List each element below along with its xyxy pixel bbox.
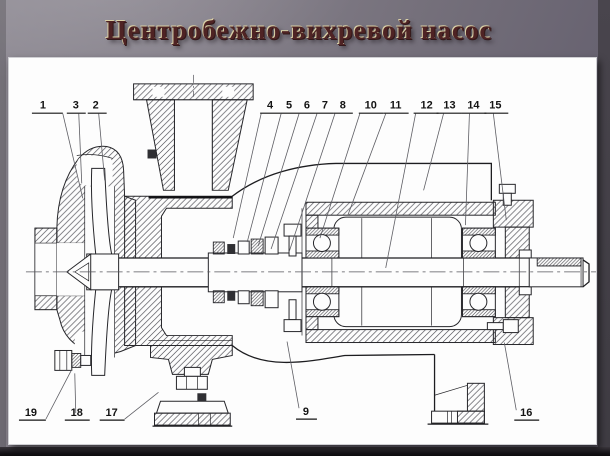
callout-label-11: 11 xyxy=(390,100,402,112)
callout-leader-15 xyxy=(492,113,507,221)
callout-leader-17 xyxy=(124,391,159,420)
callout-label-6: 6 xyxy=(304,100,310,112)
keyway xyxy=(536,257,582,267)
callout-leader-8 xyxy=(288,113,336,253)
callout-label-12: 12 xyxy=(420,100,432,112)
ball-bearing-top-left xyxy=(305,227,340,259)
shaft xyxy=(100,249,590,296)
discharge-nozzle xyxy=(133,74,254,191)
shaft-extension xyxy=(528,257,590,288)
callout-label-8: 8 xyxy=(340,100,346,112)
callout-leader-14 xyxy=(465,113,470,226)
callout-leader-12 xyxy=(385,113,417,268)
slide-title: Центробежно-вихревой насос xyxy=(105,15,493,45)
callout-leader-4 xyxy=(232,113,262,239)
callout-leader-9 xyxy=(286,341,300,409)
callout-label-14: 14 xyxy=(467,100,480,112)
callout-label-10: 10 xyxy=(365,100,377,112)
callout-label-4: 4 xyxy=(267,100,274,112)
callout-label-17: 17 xyxy=(106,407,118,419)
gland-stud-bottom xyxy=(283,299,302,333)
slide-edge-left xyxy=(0,0,6,456)
callout-label-1: 1 xyxy=(40,100,46,112)
ball-bearing-bottom-right xyxy=(461,286,496,318)
callout-label-15: 15 xyxy=(489,100,501,112)
callout-leader-3 xyxy=(78,113,83,184)
callout-leader-16 xyxy=(503,342,517,411)
callout-leader-11 xyxy=(347,113,387,216)
callout-leader-19 xyxy=(45,369,73,420)
callout-leader-18 xyxy=(74,373,77,414)
ball-bearing-bottom-left xyxy=(305,286,340,318)
callout-label-13: 13 xyxy=(443,100,455,112)
slide-edge-right xyxy=(598,0,610,456)
callout-leader-7 xyxy=(270,113,318,250)
support-foot-right xyxy=(427,354,489,425)
support-foot-center xyxy=(150,345,233,427)
end-cap-bolt-bottom xyxy=(486,319,519,334)
callout-leader-10 xyxy=(319,113,361,239)
end-cap-stud-top xyxy=(498,183,516,206)
ball-bearing-top-right xyxy=(461,227,496,259)
bearing-end-cap xyxy=(486,183,534,346)
mechanical-seal xyxy=(212,223,302,333)
drain-plug-center xyxy=(175,375,208,390)
callout-label-9: 9 xyxy=(303,406,309,418)
callout-leader-1 xyxy=(62,113,84,199)
callout-leader-13 xyxy=(423,113,444,191)
gland-stud-top xyxy=(283,223,302,257)
callout-leader-6 xyxy=(257,113,300,247)
callout-leader-5 xyxy=(246,113,282,243)
slide-edge-bottom xyxy=(0,447,610,456)
drain-plug-left xyxy=(54,349,92,371)
callout-label-16: 16 xyxy=(520,407,532,419)
callout-label-2: 2 xyxy=(93,100,99,112)
callout-label-5: 5 xyxy=(286,100,292,112)
callout-label-19: 19 xyxy=(25,407,37,419)
callout-label-3: 3 xyxy=(73,100,79,112)
callout-label-7: 7 xyxy=(322,100,328,112)
callout-label-18: 18 xyxy=(71,407,83,419)
callout-leader-2 xyxy=(98,113,106,181)
